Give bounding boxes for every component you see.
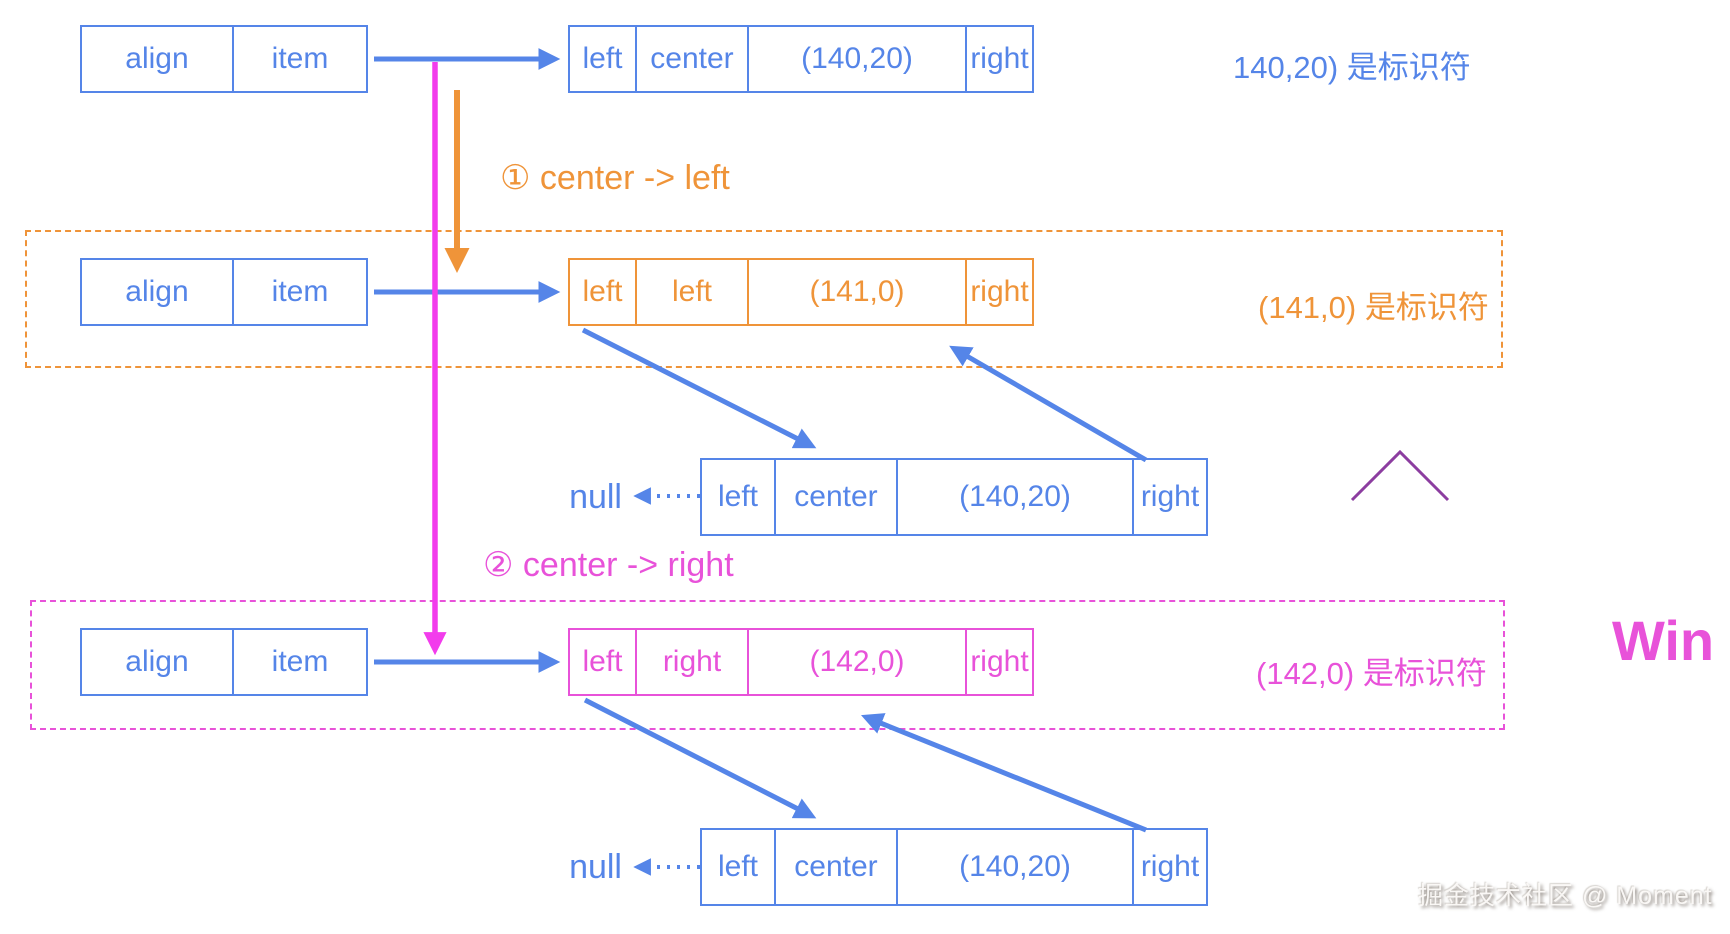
- pair-row1-align-cell: align: [125, 42, 189, 75]
- node-row1-cell-id: (140,20): [747, 27, 965, 91]
- pair-row3-item-cell: item: [232, 630, 366, 694]
- row3-right-pointer-arrow-icon: [860, 713, 1147, 833]
- pair-box-row1: align item: [80, 25, 368, 93]
- pair-box-row3: align item: [80, 628, 368, 696]
- node-box-row1: left center (140,20) right: [568, 25, 1034, 93]
- child-bottom-cell-align: center: [774, 830, 896, 904]
- node-row2-cell-id: (141,0): [747, 260, 965, 324]
- step1-label: ① center -> left: [500, 159, 730, 197]
- child-mid-cell-id: (140,20): [896, 460, 1132, 534]
- child-mid-cell-right: right: [1132, 460, 1206, 534]
- child-bottom-cell-left: left: [717, 850, 759, 883]
- node-row3-cell-right: right: [965, 630, 1032, 694]
- node-row3-cell-align: right: [635, 630, 747, 694]
- note-row3: (142,0) 是标识符: [1256, 656, 1487, 691]
- caret-mark-icon: [1350, 449, 1450, 502]
- note-row1: 140,20) 是标识符: [1233, 50, 1471, 85]
- null-label-mid: null: [569, 478, 622, 516]
- null-label-bottom: null: [569, 848, 622, 886]
- note-row2: (141,0) 是标识符: [1258, 290, 1489, 325]
- pair-row2-align-cell: align: [125, 275, 189, 308]
- node-row1-cell-align: center: [635, 27, 747, 91]
- node-row3-cell-left: left: [582, 645, 623, 678]
- node-row1-cell-right: right: [965, 27, 1032, 91]
- child-bottom-cell-id: (140,20): [896, 830, 1132, 904]
- child-mid-cell-left: left: [717, 480, 759, 513]
- win-label: Win: [1612, 609, 1715, 672]
- child-bottom-cell-right: right: [1132, 830, 1206, 904]
- node-row2-cell-align: left: [635, 260, 747, 324]
- node-row1-cell-left: left: [582, 42, 623, 75]
- pair-row1-item-cell: item: [232, 27, 366, 91]
- child-mid-cell-align: center: [774, 460, 896, 534]
- child-node-bottom: left center (140,20) right: [700, 828, 1208, 906]
- node-row2-cell-left: left: [582, 275, 623, 308]
- node-row2-cell-right: right: [965, 260, 1032, 324]
- pair-row2-item-cell: item: [232, 260, 366, 324]
- watermark: 掘金技术社区 @ Moment: [1418, 882, 1713, 910]
- pair-row3-align-cell: align: [125, 645, 189, 678]
- pair-box-row2: align item: [80, 258, 368, 326]
- child-node-mid: left center (140,20) right: [700, 458, 1208, 536]
- step2-label: ② center -> right: [483, 546, 734, 584]
- node-row3-cell-id: (142,0): [747, 630, 965, 694]
- node-box-row2: left left (141,0) right: [568, 258, 1034, 326]
- node-box-row3: left right (142,0) right: [568, 628, 1034, 696]
- row2-right-pointer-arrow-icon: [949, 345, 1148, 463]
